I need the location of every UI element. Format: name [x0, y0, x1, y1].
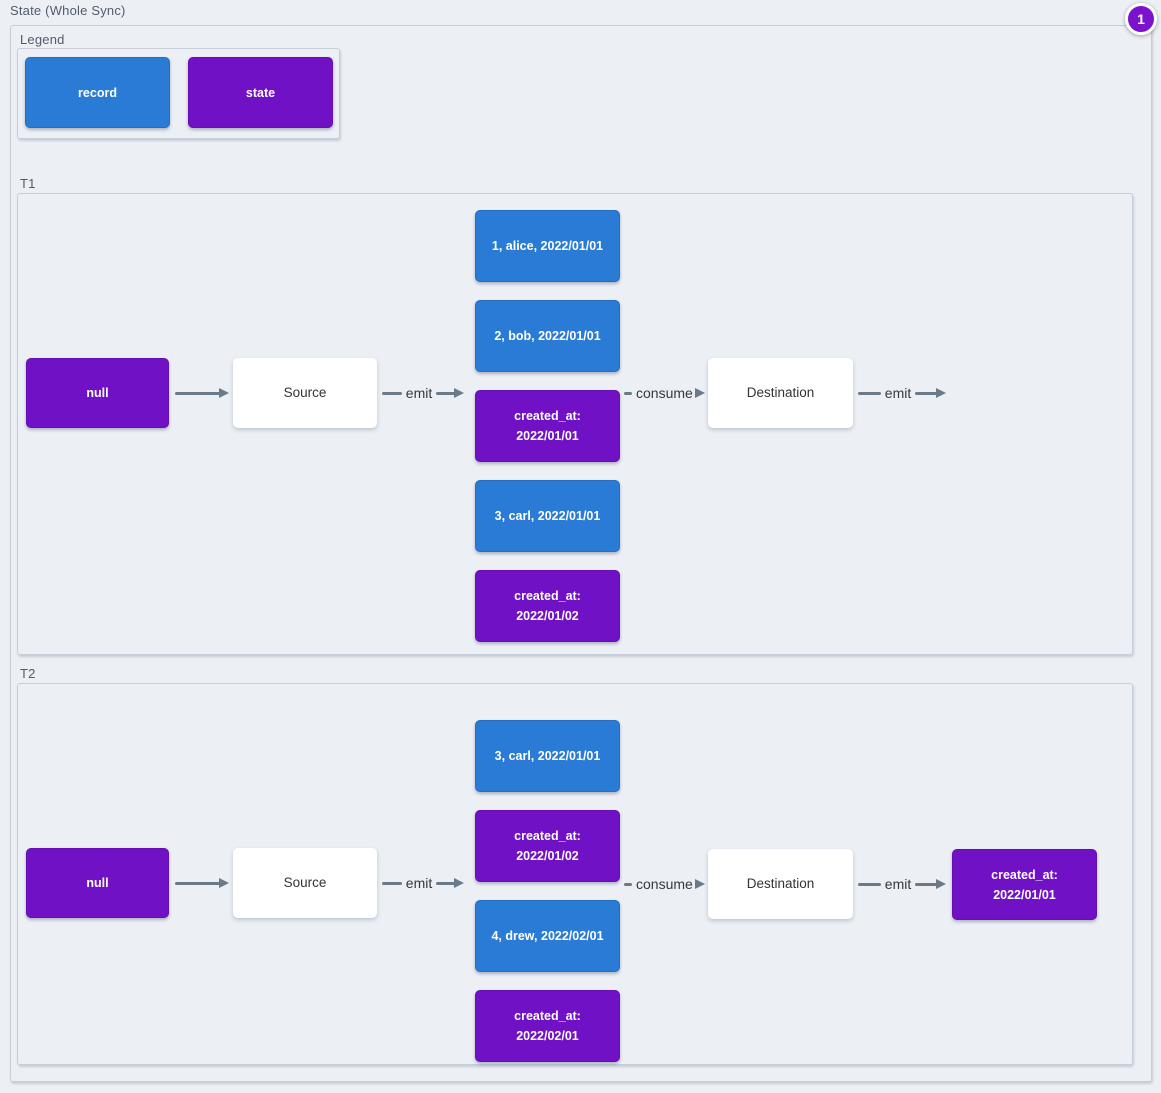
edge-line	[858, 882, 881, 886]
edge-line	[436, 391, 457, 395]
arrowhead-icon	[694, 879, 705, 889]
state-node: created_at: 2022/01/02	[475, 570, 620, 642]
t2-null-state-node: null	[26, 848, 169, 918]
t1-source-node: Source	[233, 358, 377, 428]
record-node: 2, bob, 2022/01/01	[475, 300, 620, 372]
edge-line	[436, 881, 457, 885]
legend-container	[17, 48, 340, 139]
section-t1-container	[17, 193, 1133, 655]
t1-destination-emit-arrow: emit	[858, 385, 947, 401]
record-node: 1, alice, 2022/01/01	[475, 210, 620, 282]
t2-emit-label: emit	[405, 875, 433, 891]
edge-line	[624, 882, 632, 886]
arrowhead-icon	[936, 388, 947, 398]
arrowhead-icon	[454, 878, 465, 888]
state-node: created_at: 2022/01/02	[475, 810, 620, 882]
t2-destination-node: Destination	[708, 849, 853, 919]
t2-emit-out-label: emit	[884, 876, 912, 892]
t1-null-to-source-arrow	[175, 386, 229, 400]
t2-source-node: Source	[233, 848, 377, 918]
t2-consume-arrow: consume	[624, 876, 705, 892]
t2-destination-emit-arrow: emit	[858, 876, 947, 892]
t1-consume-arrow: consume	[624, 385, 705, 401]
state-node: created_at: 2022/01/01	[475, 390, 620, 462]
edge-line	[915, 391, 939, 395]
edge-line	[175, 391, 221, 395]
edge-line	[858, 391, 881, 395]
arrowhead-icon	[694, 388, 705, 398]
diagram-title: State (Whole Sync)	[10, 3, 126, 18]
legend-record-node: record	[25, 57, 170, 128]
section-t2-label: T2	[20, 666, 36, 681]
record-node: 4, drew, 2022/02/01	[475, 900, 620, 972]
legend-label: Legend	[20, 32, 65, 47]
arrowhead-icon	[936, 879, 947, 889]
arrowhead-icon	[219, 388, 229, 398]
annotation-badge: 1	[1125, 3, 1157, 35]
record-node: 3, carl, 2022/01/01	[475, 720, 620, 792]
record-node: 3, carl, 2022/01/01	[475, 480, 620, 552]
section-t2-container	[17, 683, 1133, 1065]
t1-emit-out-label: emit	[884, 385, 912, 401]
edge-line	[382, 391, 402, 395]
t1-emit-label: emit	[405, 385, 433, 401]
t2-consume-label: consume	[636, 876, 693, 892]
t2-source-emit-arrow: emit	[382, 875, 465, 891]
arrowhead-icon	[219, 878, 229, 888]
whole-sync-container	[10, 25, 1152, 1082]
t1-source-emit-arrow: emit	[382, 385, 465, 401]
edge-line	[624, 391, 632, 395]
edge-line	[382, 881, 402, 885]
state-node: created_at: 2022/02/01	[475, 990, 620, 1062]
arrowhead-icon	[454, 388, 465, 398]
t2-null-to-source-arrow	[175, 876, 229, 890]
legend-state-node: state	[188, 57, 333, 128]
t1-destination-node: Destination	[708, 358, 853, 428]
section-t1-label: T1	[20, 176, 36, 191]
t1-consume-label: consume	[636, 385, 693, 401]
t2-output-state-node: created_at: 2022/01/01	[952, 849, 1097, 920]
edge-line	[175, 881, 221, 885]
t1-null-state-node: null	[26, 358, 169, 428]
edge-line	[915, 882, 939, 886]
